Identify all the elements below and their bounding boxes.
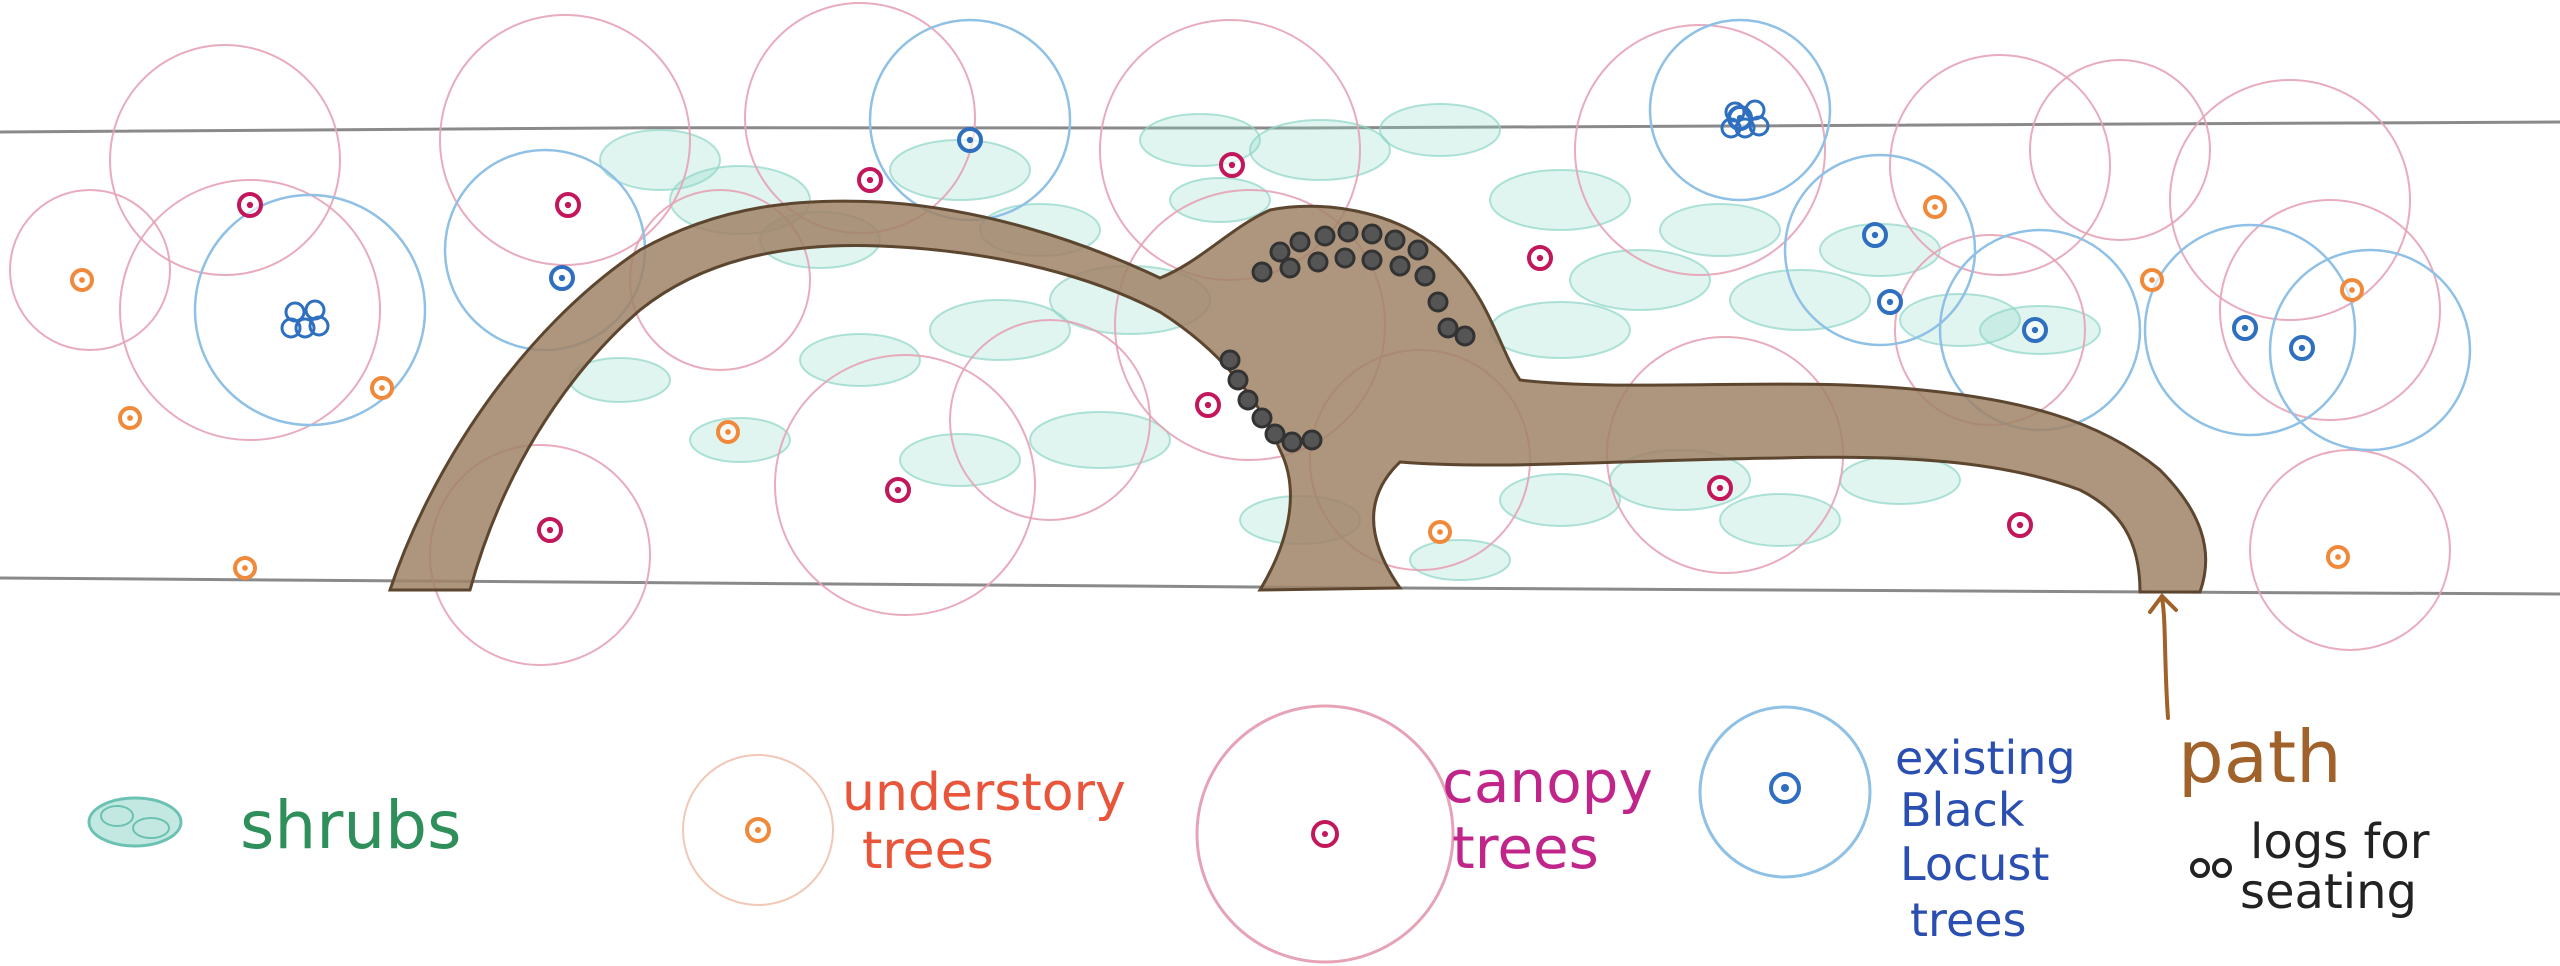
canopy-tree xyxy=(557,194,579,216)
shrub-cluster xyxy=(1490,170,1630,230)
understory-tree xyxy=(372,378,392,398)
understory-tree xyxy=(2328,547,2348,567)
canopy-tree xyxy=(887,479,909,501)
log-seat xyxy=(1309,253,1327,271)
log-seat xyxy=(1336,249,1354,267)
shrub-cluster xyxy=(1170,178,1270,222)
canopy-tree xyxy=(1529,247,1551,269)
understory-tree xyxy=(718,422,738,442)
understory-tree xyxy=(2342,280,2362,300)
shrub-cluster xyxy=(690,418,790,462)
shrub-cluster xyxy=(800,334,920,386)
understory-tree xyxy=(1430,522,1450,542)
log-seat xyxy=(1303,431,1321,449)
log-seat xyxy=(1281,259,1299,277)
legend-canopy-label-2: trees xyxy=(1452,814,1599,882)
shrub-cluster xyxy=(1660,204,1780,256)
legend-locust-label-1: existing xyxy=(1895,731,2076,785)
shrub-cluster xyxy=(930,300,1070,360)
black-locust-tree xyxy=(1879,291,1901,313)
legend-canopy-label-1: canopy xyxy=(1442,748,1653,816)
log-seat xyxy=(1229,371,1247,389)
log-seat xyxy=(1391,257,1409,275)
canopy-tree xyxy=(239,194,261,216)
log-seat xyxy=(1291,233,1309,251)
legend-logs-label-1: logs for xyxy=(2250,814,2430,870)
log-seat xyxy=(1239,391,1257,409)
black-locust-tree xyxy=(2024,319,2046,341)
log-seat xyxy=(1409,241,1427,259)
legend-understory-label-1: understory xyxy=(842,763,1126,823)
understory-tree xyxy=(2142,270,2162,290)
understory-tree xyxy=(120,408,140,428)
legend-path-label: path xyxy=(2178,715,2342,799)
canopy-tree xyxy=(1221,154,1243,176)
shrub-cluster xyxy=(900,434,1020,486)
log-seat xyxy=(1416,267,1434,285)
black-locust-tree xyxy=(551,267,573,289)
log-seat xyxy=(1386,231,1404,249)
shrub-icon xyxy=(89,798,181,846)
legend-locust-label-3: Locust xyxy=(1900,837,2049,891)
legend-shrubs-label: shrubs xyxy=(240,787,461,864)
shrub-cluster xyxy=(890,140,1030,200)
log-seat xyxy=(1316,227,1334,245)
canopy-tree xyxy=(1197,394,1219,416)
legend-logs-label-2: seating xyxy=(2240,864,2417,920)
log-seat xyxy=(1456,327,1474,345)
black-locust-tree xyxy=(1864,224,1886,246)
understory-tree xyxy=(72,270,92,290)
canopy-tree xyxy=(859,169,881,191)
understory-tree xyxy=(1925,197,1945,217)
legend-locust-label-2: Black xyxy=(1900,783,2025,837)
log-seat xyxy=(1429,293,1447,311)
log-seat xyxy=(1253,409,1271,427)
log-seat xyxy=(1439,319,1457,337)
log-seat xyxy=(1253,263,1271,281)
shrub-cluster xyxy=(1410,540,1510,580)
shrub-cluster xyxy=(1490,302,1630,358)
black-locust-tree xyxy=(959,129,981,151)
understory-tree xyxy=(235,558,255,578)
canopy-tree xyxy=(2009,514,2031,536)
shrub-cluster xyxy=(1500,474,1620,526)
legend-locust-label-4: trees xyxy=(1910,893,2027,947)
log-seat xyxy=(1363,251,1381,269)
shrub-cluster xyxy=(1840,456,1960,504)
log-seat xyxy=(1221,351,1239,369)
shrub-cluster xyxy=(1380,104,1500,156)
log-seat xyxy=(1339,223,1357,241)
shrub-cluster xyxy=(1720,494,1840,546)
canopy-tree xyxy=(539,519,561,541)
legend-understory-label-2: trees xyxy=(862,821,994,881)
log-seat xyxy=(1363,225,1381,243)
log-seat xyxy=(1283,433,1301,451)
log-seat xyxy=(1266,425,1284,443)
canopy-tree xyxy=(1709,477,1731,499)
black-locust-tree xyxy=(2291,337,2313,359)
shrub-cluster xyxy=(1250,120,1390,180)
black-locust-tree xyxy=(2234,317,2256,339)
